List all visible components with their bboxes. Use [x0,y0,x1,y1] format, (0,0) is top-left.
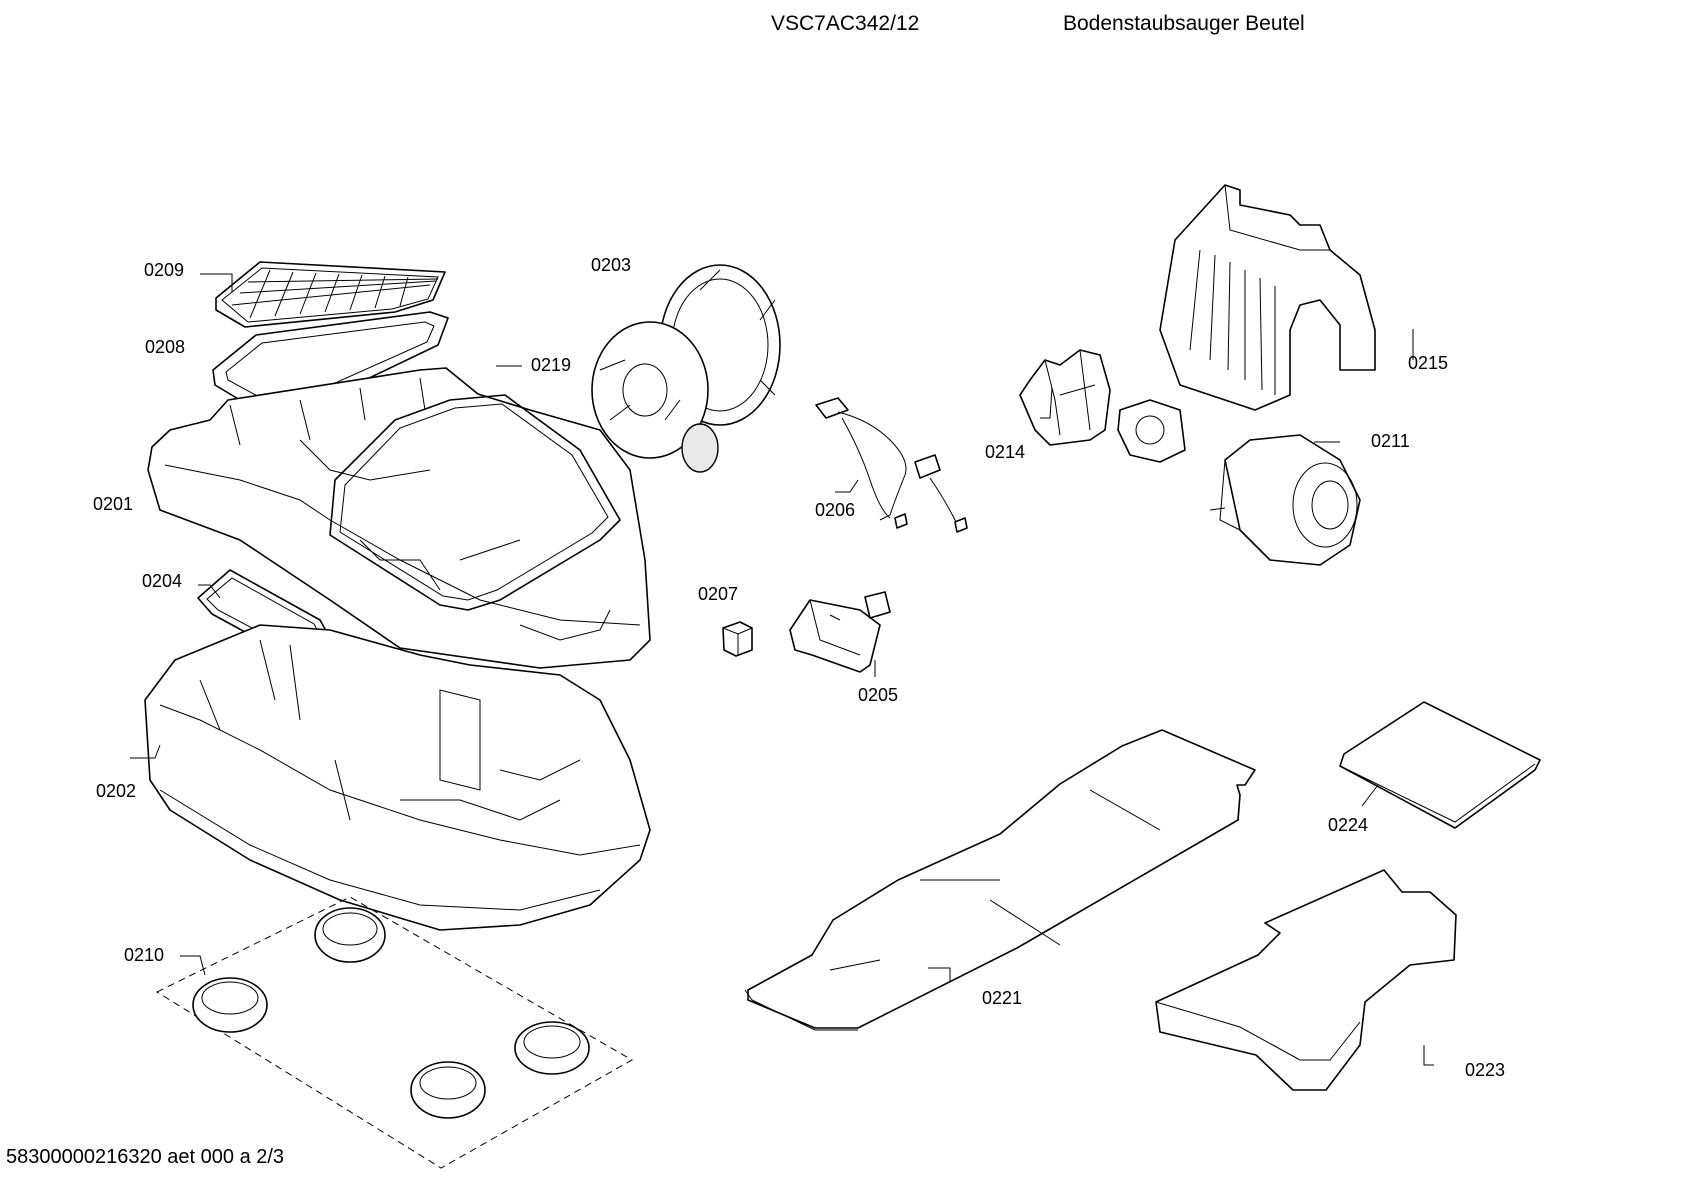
appliance-description: Bodenstaubsauger Beutel [1063,12,1305,35]
part-0201-top-housing [147,367,651,669]
callout-0204: 0204 [142,571,182,591]
part-0208-filter-frame [212,311,449,419]
document-code: 58300000216320 aet 000 a 2/3 [6,1146,285,1168]
callout-0206: 0206 [815,500,855,520]
callout-0208: 0208 [145,337,185,357]
part-0202-bottom-housing [144,624,651,931]
callout-0221: 0221 [982,988,1022,1008]
callout-0219: 0219 [531,355,571,375]
part-0210-castors [155,896,634,1169]
page-header: VSC7AC342/12 Bodenstaubsauger Beutel [0,10,1684,40]
leader-lines [130,273,1434,1066]
part-0211-motor [1209,434,1361,566]
part-0214-motor-bracket [1019,349,1186,463]
model-number: VSC7AC342/12 [771,12,920,35]
callout-labels: 0201 0202 0203 0204 0205 0206 0207 0208 … [93,255,1505,1080]
callout-0209: 0209 [144,260,184,280]
part-0224-square-pad [1339,701,1541,829]
part-0207-switch [722,621,753,657]
callout-0223: 0223 [1465,1060,1505,1080]
part-0203-cord-reel [591,264,781,473]
callout-0203: 0203 [591,255,631,275]
part-0205-switch-board [789,591,891,673]
part-0206-wiring-harness [815,397,968,533]
callout-0201: 0201 [93,494,133,514]
callout-0224: 0224 [1328,815,1368,835]
callout-0211: 0211 [1371,431,1410,451]
callout-0207: 0207 [698,584,738,604]
callout-0214: 0214 [985,442,1025,462]
callout-0210: 0210 [124,945,164,965]
callout-0215: 0215 [1408,353,1448,373]
part-0209-filter-grid [215,261,446,328]
part-0219-gasket [329,394,621,611]
callout-0205: 0205 [858,685,898,705]
part-0215-motor-cover [1159,184,1376,411]
part-0223-cross-pad [1155,869,1457,1091]
callout-0202: 0202 [96,781,136,801]
part-0221-foam-pad [744,729,1256,1031]
